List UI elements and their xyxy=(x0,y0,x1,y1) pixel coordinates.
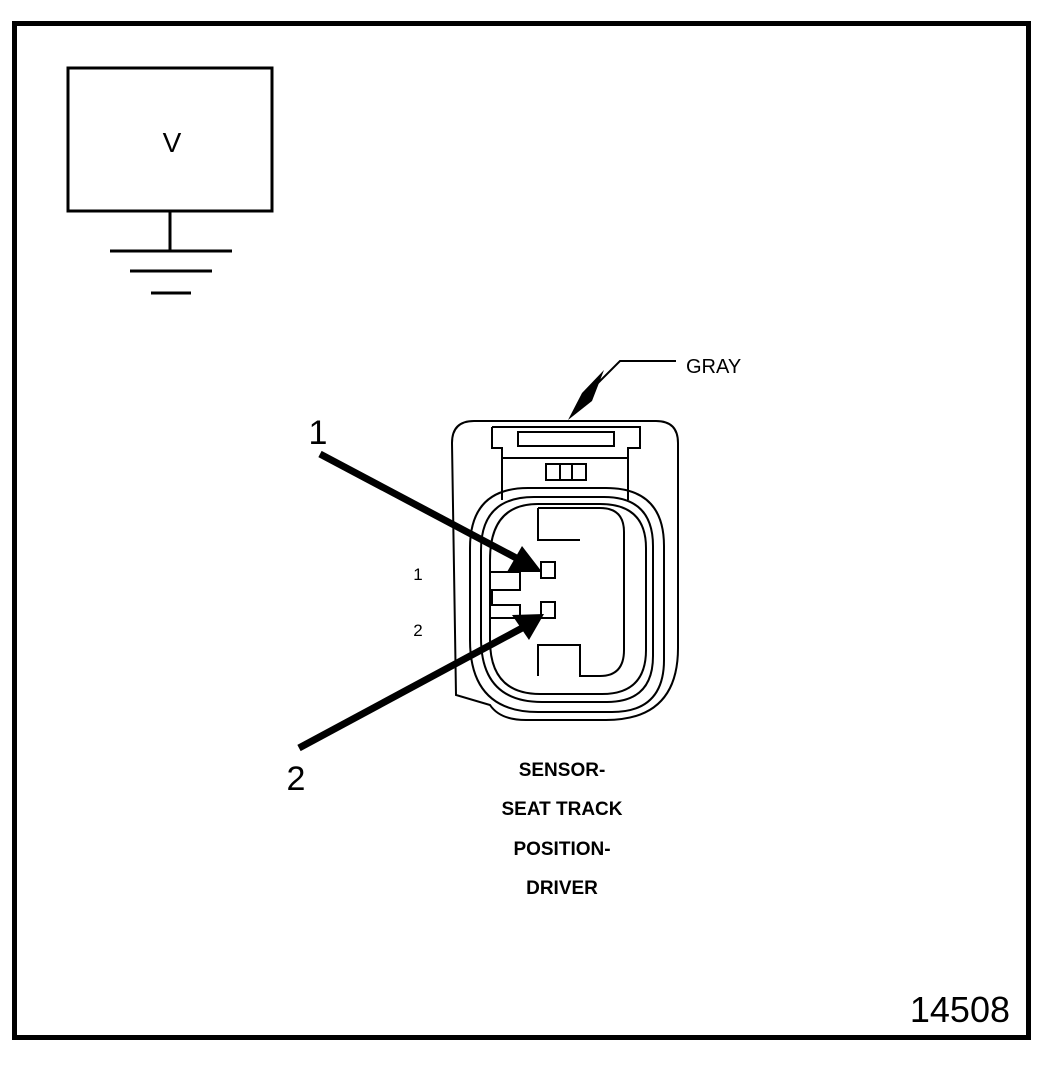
caption-line-1: SENSOR- xyxy=(519,760,606,781)
voltmeter-label: V xyxy=(163,127,182,158)
callout-label-2: 2 xyxy=(287,760,306,798)
cavity-number-2: 2 xyxy=(413,621,422,640)
connector-color-label: GRAY xyxy=(686,356,741,378)
callout-arrow-2 xyxy=(297,614,544,752)
callout-label-1: 1 xyxy=(309,414,328,452)
figure-number: 14508 xyxy=(910,989,1010,1030)
terminal-2 xyxy=(540,601,556,619)
callout-arrow-1 xyxy=(318,450,542,572)
cavity-number-1: 1 xyxy=(413,565,422,584)
voltmeter-symbol xyxy=(66,66,274,295)
caption-line-3: POSITION- xyxy=(513,839,610,860)
terminal-1 xyxy=(540,561,556,579)
connector-face xyxy=(450,420,679,721)
caption-line-4: DRIVER xyxy=(526,878,598,899)
gray-leader xyxy=(568,360,676,420)
caption-line-2: SEAT TRACK xyxy=(501,799,622,820)
diagram-frame xyxy=(12,21,1031,1040)
